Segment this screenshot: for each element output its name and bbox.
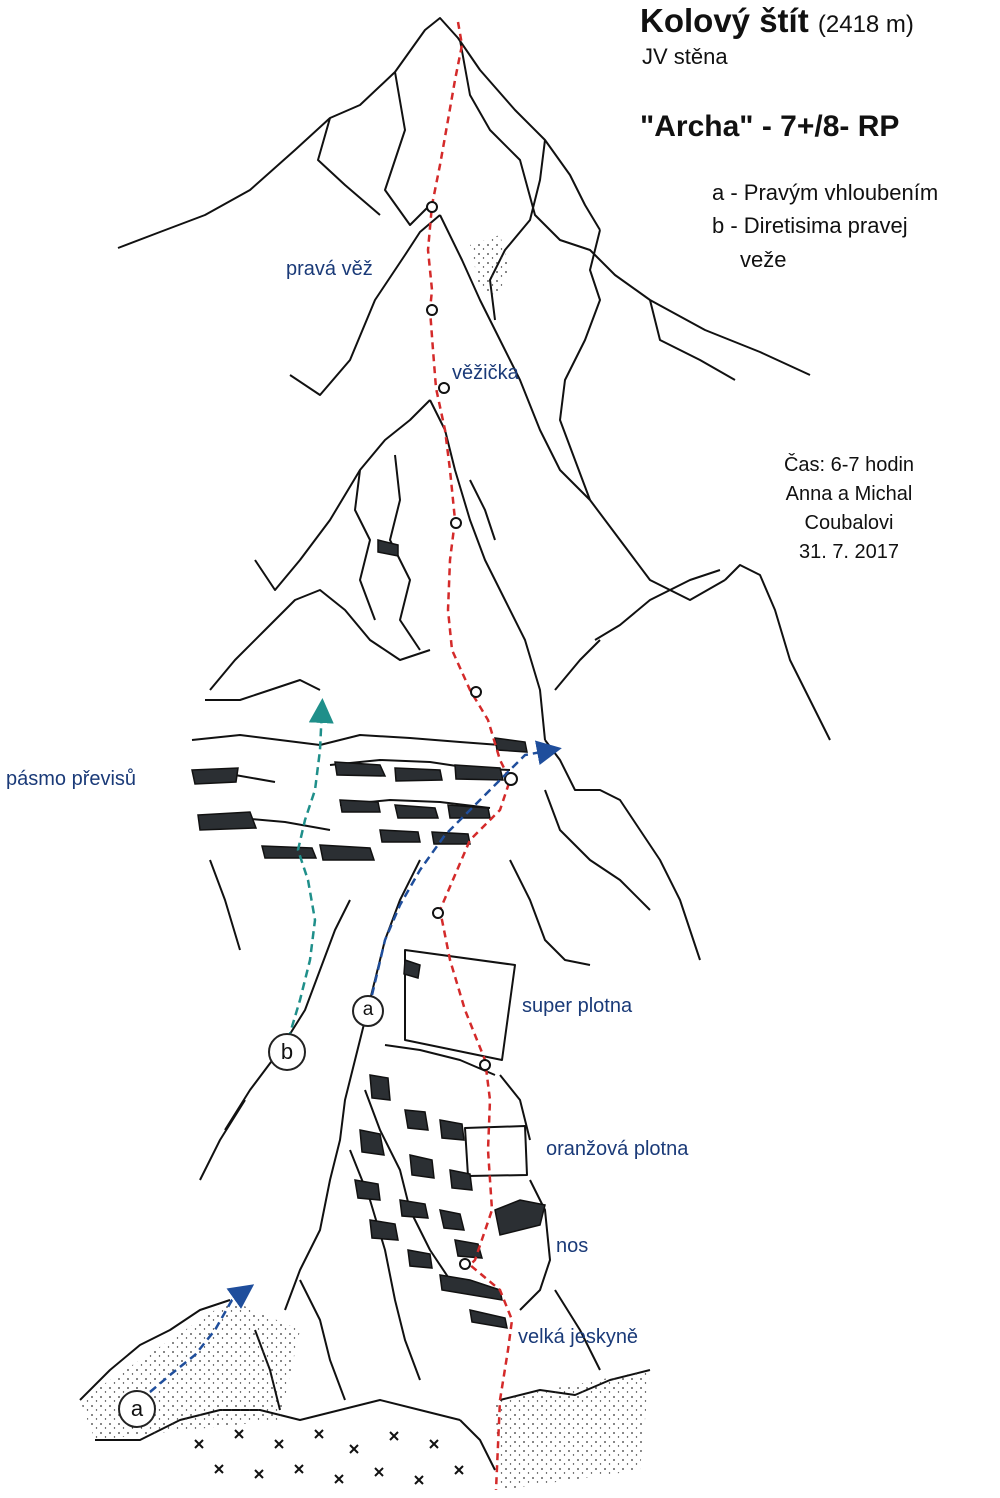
route-name: "Archa" <box>640 110 754 143</box>
face-label: JV stěna <box>642 44 728 69</box>
variant-b-line <box>286 698 334 1041</box>
marker-a-upper: a <box>352 995 384 1027</box>
overhang-roofs <box>191 539 546 1329</box>
scree-areas <box>80 235 650 1490</box>
label-oranzova-plotna: oranžová plotna <box>546 1138 689 1160</box>
peak-title: Kolový štít (2418 m) <box>640 2 914 40</box>
legend-item-a: a - Pravým vhloubením <box>712 180 939 205</box>
main-route-line <box>426 21 514 1491</box>
marker-a-lower: a <box>118 1390 156 1428</box>
rock-outline <box>79 17 831 1471</box>
legend-item-b-continued: veže <box>740 247 787 272</box>
peak-name: Kolový štít <box>640 2 809 39</box>
info-authors-1: Anna a Michal <box>785 483 913 505</box>
route-grade: - 7+/8- RP <box>761 110 900 143</box>
info-date: 31. 7. 2017 <box>798 541 900 563</box>
label-velka-jeskyne: velká jeskyně <box>518 1326 639 1348</box>
belay-stations <box>426 201 518 1270</box>
label-vezicka: věžička <box>452 362 519 384</box>
info-time: Čas: 6-7 hodin <box>783 454 915 476</box>
label-pasmo-previsu: pásmo převisů <box>6 768 137 790</box>
label-nos: nos <box>556 1235 589 1257</box>
marker-b: b <box>268 1033 306 1071</box>
label-prava-vez: pravá věž <box>286 258 373 280</box>
boulder-field <box>194 1429 464 1485</box>
variant-a-upper-line <box>370 740 562 996</box>
route-title: "Archa" - 7+/8- RP <box>640 110 899 144</box>
info-authors-2: Coubalovi <box>804 512 894 534</box>
legend-item-b: b - Diretisima pravej <box>712 213 908 238</box>
label-super-plotna: super plotna <box>522 995 633 1017</box>
peak-altitude: (2418 m) <box>817 11 914 38</box>
